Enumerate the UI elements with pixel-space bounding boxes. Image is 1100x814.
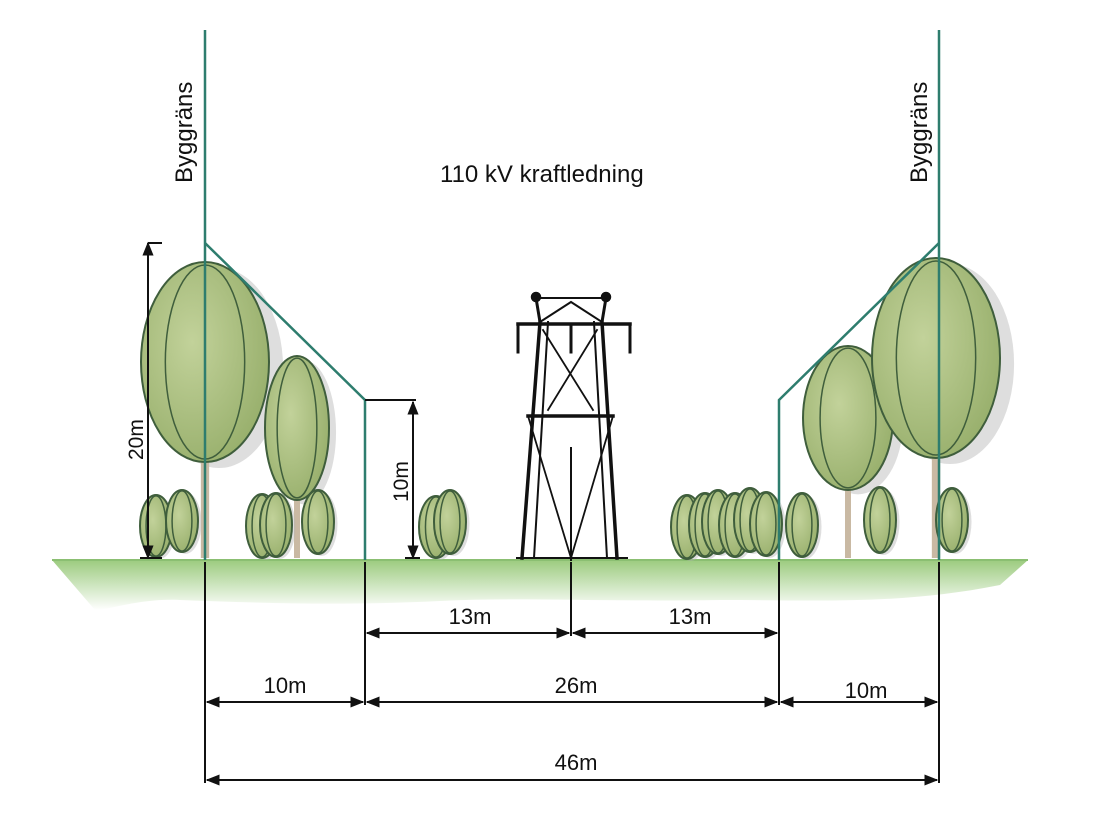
height-dimension-tree: [140, 241, 162, 560]
dim-label-total: 46m: [555, 750, 598, 775]
boundary-label-left: Byggräns: [171, 82, 198, 183]
tree-icon: [935, 487, 972, 554]
ground: [52, 559, 1028, 610]
dim-label-zone-right: 10m: [845, 678, 888, 703]
tree-icon: [863, 486, 900, 555]
tree-icon: [264, 355, 337, 558]
dim-label-half-right: 13m: [669, 604, 712, 629]
power-tower-icon: [516, 291, 632, 562]
tree-icon: [749, 491, 786, 558]
dim-label-half-left: 13m: [449, 604, 492, 629]
tree-icon: [871, 257, 1015, 558]
diagram-title: 110 kV kraftledning: [440, 161, 644, 188]
trees: [139, 257, 1015, 561]
height-label-tree: 20m: [125, 419, 148, 460]
clearance-envelope-right: [777, 242, 940, 560]
dim-label-corridor: 26m: [555, 673, 598, 698]
tree-icon: [165, 489, 202, 554]
tree-icon: [301, 489, 338, 556]
dimension-lines: [204, 562, 940, 786]
height-dimension-edge: [365, 399, 420, 560]
height-label-edge: 10m: [390, 461, 413, 502]
tree-icon: [433, 489, 470, 556]
dim-label-zone-left: 10m: [264, 673, 307, 698]
boundary-label-right: Byggräns: [906, 82, 933, 183]
tree-icon: [259, 492, 296, 559]
tree-icon: [785, 492, 822, 559]
